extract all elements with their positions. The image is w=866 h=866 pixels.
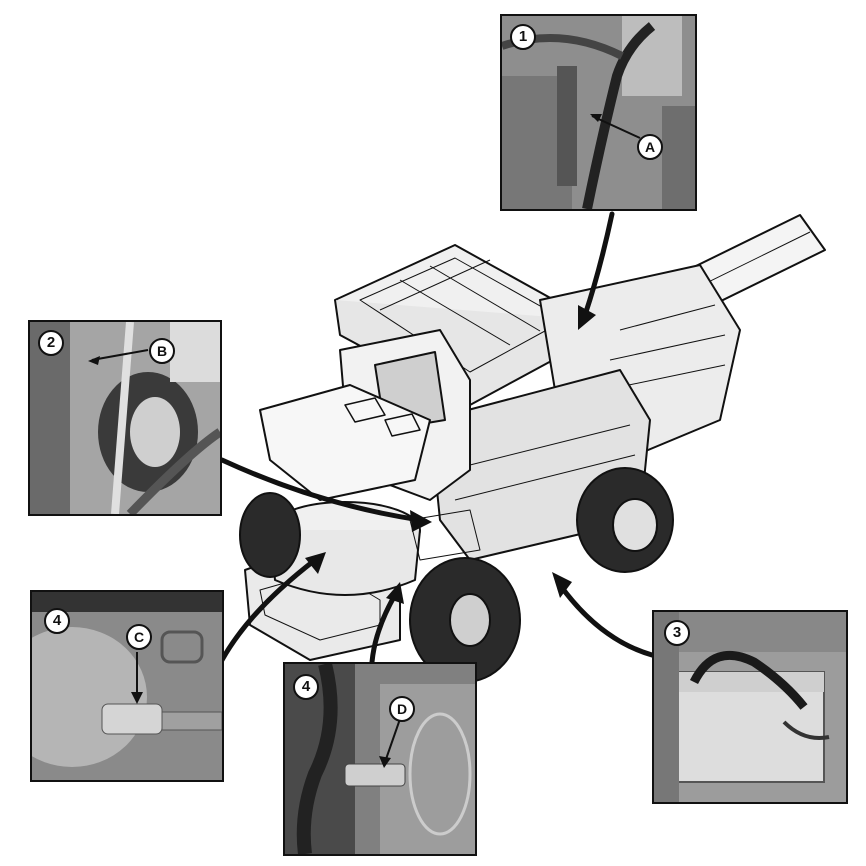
arrow-from-inset-2: [219, 457, 423, 523]
arrow-from-inset-1: [582, 211, 615, 318]
inset-photo-1: 1 A: [500, 14, 697, 211]
inset-4d-number: 4: [293, 674, 319, 700]
front-wheel-left: [239, 492, 301, 578]
inset-4d-callout-letter: D: [389, 696, 415, 722]
inset-photo-4d-image: [285, 664, 475, 854]
inset-photo-4c: 4 C: [30, 590, 224, 782]
inset-photo-3: 3: [652, 610, 848, 804]
arrow-from-inset-3: [557, 582, 655, 658]
cab-platform: [259, 384, 431, 501]
arrow-from-inset-4d: [369, 592, 398, 665]
inset-3-number: 3: [664, 620, 690, 646]
inset-photo-2-image: [30, 322, 220, 514]
inset-2-number: 2: [38, 330, 64, 356]
inset-1-callout-letter: A: [637, 134, 663, 160]
inset-photo-4d: 4 D: [283, 662, 477, 856]
inset-4c-number: 4: [44, 608, 70, 634]
inset-1-number: 1: [510, 24, 536, 50]
inset-2-callout-letter: B: [149, 338, 175, 364]
inset-photo-2: 2 B: [28, 320, 222, 516]
arrow-from-inset-4c: [219, 557, 318, 663]
inset-4c-callout-letter: C: [126, 624, 152, 650]
